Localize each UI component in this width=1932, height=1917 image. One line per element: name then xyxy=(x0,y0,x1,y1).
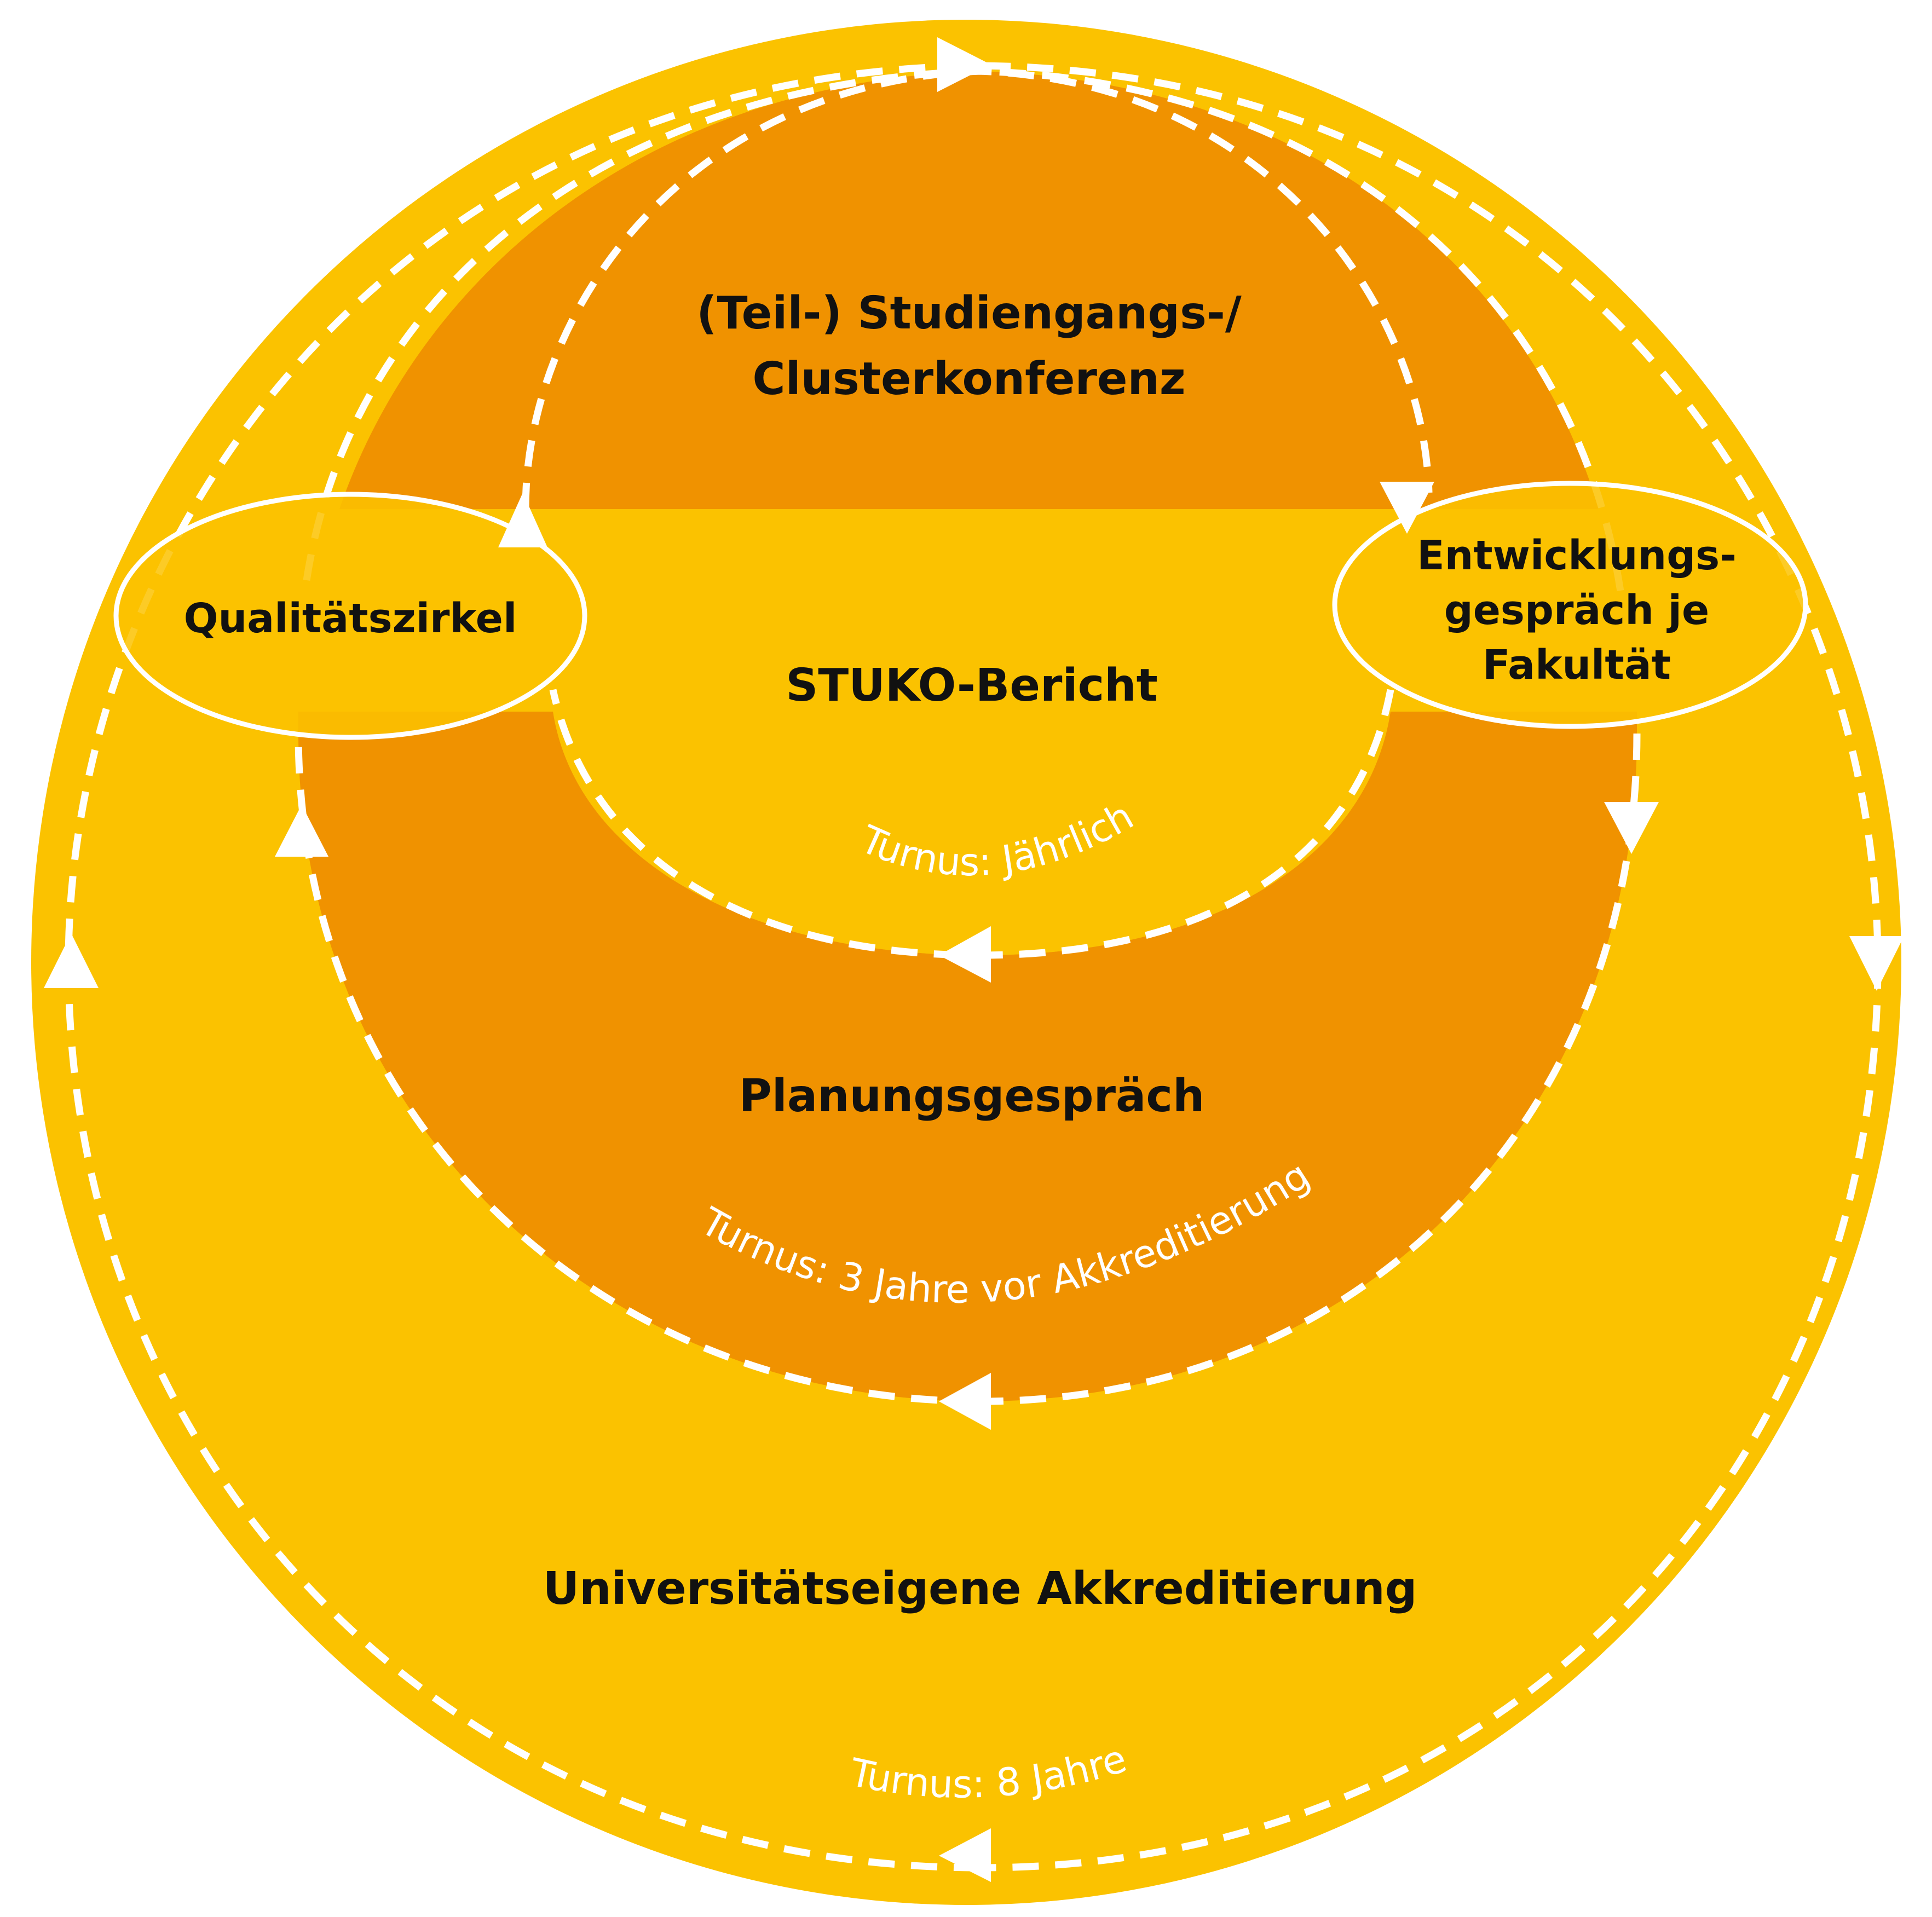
arrow-left-icon xyxy=(939,1828,991,1882)
planning-cycle-path-top xyxy=(303,67,1624,592)
conference-region xyxy=(339,71,1599,509)
arrow-down-icon xyxy=(1604,802,1659,854)
conference-label-line1: (Teil-) Studiengangs-/ xyxy=(696,287,1242,339)
accreditation-label: Universitätseigene Akkreditierung xyxy=(543,1563,1417,1615)
arrow-left-icon xyxy=(939,926,991,983)
development-talk-label-line3: Fakultät xyxy=(1483,642,1671,689)
accreditation-cycle-path xyxy=(65,62,1882,1872)
development-talk-node xyxy=(1332,481,1808,729)
development-talk-label-line1: Entwicklungs- xyxy=(1417,532,1737,579)
arrow-up-icon xyxy=(498,493,547,547)
stuko-label: STUKO-Bericht xyxy=(786,660,1158,712)
arrow-right-icon xyxy=(937,37,991,92)
development-talk-label-line2: gespräch je xyxy=(1444,587,1709,634)
arrow-down-icon xyxy=(1380,482,1434,534)
conference-label-line2: Clusterkonferenz xyxy=(752,353,1185,405)
arrow-left-icon xyxy=(939,1373,991,1430)
arrow-up-icon xyxy=(275,805,328,857)
planning-region xyxy=(298,712,1637,1401)
planning-cycle-path-right xyxy=(979,733,1641,1405)
arrow-down-icon xyxy=(1849,936,1904,991)
planning-label: Planungsgespräch xyxy=(739,1070,1205,1122)
planning-cycle-path xyxy=(295,733,981,1405)
arrow-up-icon xyxy=(44,933,99,988)
quality-circle-node xyxy=(113,492,587,740)
quality-circle-label: Qualitätszirkel xyxy=(184,595,517,642)
stuko-region xyxy=(526,509,1423,955)
